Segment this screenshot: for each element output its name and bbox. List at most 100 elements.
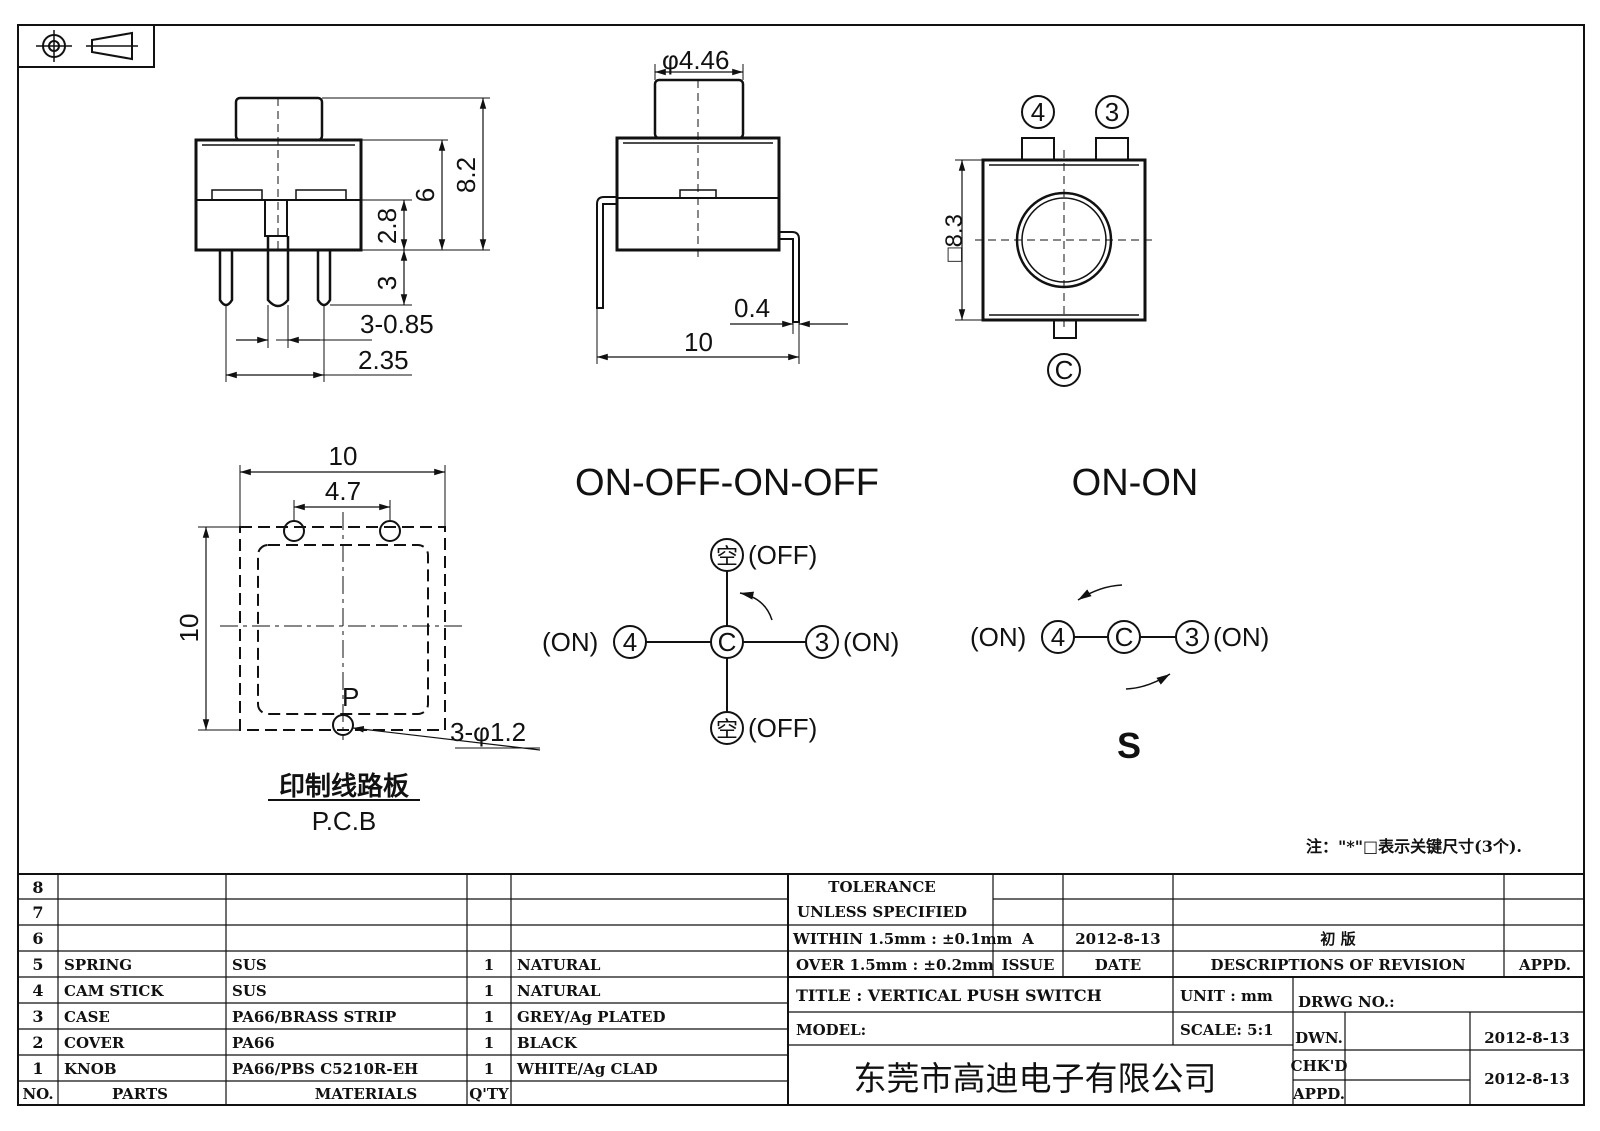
parts-header-part: PARTS [112,1085,168,1103]
dim-front-body-height: 6 [410,188,440,202]
dim-pcb-hole-dia: 3-φ1.2 [450,717,526,747]
s-label: S [1117,725,1141,766]
top-terminal-c: C [1055,355,1074,385]
mode-title-on-on: ON-ON [1072,462,1199,504]
dim-pin-width: 3-0.85 [360,309,434,339]
off-bottom-terminal: 空 [716,717,738,742]
on-right-terminal: 3 [815,627,829,657]
part-row-4-part: CAM STICK [64,982,164,1000]
unit-label: UNIT : mm [1180,987,1273,1005]
tolerance-line-2: UNLESS SPECIFIED [797,903,967,921]
on-on-schematic [1042,585,1208,689]
dim-front-lower-height: 2.8 [372,208,402,244]
part-row-1-no: 1 [32,1059,43,1078]
part-row-5-finish: NATURAL [517,956,601,974]
part-row-2-finish: BLACK [517,1034,578,1052]
scale-label: SCALE: 5:1 [1180,1021,1274,1039]
dim-lead-thickness: 0.4 [734,293,770,323]
on-left-terminal: 4 [623,627,637,657]
pcb-layout [198,465,540,800]
parts-header-qty: Q'TY [469,1085,509,1103]
common-terminal: C [718,627,737,657]
revision-desc-label: DESCRIPTIONS OF REVISION [1210,956,1465,974]
part-row-3-no: 3 [32,1007,43,1026]
part-row-1-finish: WHITE/Ag CLAD [516,1060,658,1078]
on-off-schematic [614,539,838,744]
parts-header-no: NO. [22,1085,53,1103]
part-row-1-part: KNOB [64,1060,117,1078]
onon-right-terminal: 3 [1185,622,1199,652]
onon-right-label: (ON) [1213,622,1269,652]
top-view [955,96,1155,386]
title-block: TITLE : VERTICAL PUSH SWITCH UNIT : mm D… [796,986,1570,1103]
parts-header-material: MATERIALS [315,1085,418,1103]
drawing-number-label: DRWG NO.: [1298,993,1395,1011]
dwn-label: DWN. [1295,1029,1343,1047]
part-row-5-no: 5 [32,955,43,974]
dwn-date: 2012-8-13 [1484,1029,1570,1047]
part-row-2-qty: 1 [484,1034,494,1052]
onon-common-terminal: C [1115,622,1134,652]
dim-front-total-height: 8.2 [451,157,481,193]
side-view [597,64,848,364]
part-row-5-part: SPRING [64,956,132,974]
dim-side-width: 10 [684,327,713,357]
revision-date-label: DATE [1095,956,1141,974]
part-row-3-finish: GREY/Ag PLATED [517,1008,666,1026]
mode-title-on-off: ON-OFF-ON-OFF [575,462,879,504]
parts-table-grid [18,874,1584,1105]
part-row-8-no: 8 [32,878,43,897]
on-right-label: (ON) [843,627,899,657]
chkd-label: CHK'D [1291,1057,1348,1075]
tolerance-line-4: OVER 1.5mm : ±0.2mm [796,956,994,974]
off-top-label: (OFF) [748,540,817,570]
dim-pcb-hole-pitch: 4.7 [325,476,361,506]
tolerance-line-3: WITHIN 1.5mm : ±0.1mm [792,930,1013,948]
parts-rows: 8 7 6 5 SPRING SUS 1 NATURAL 4 CAM STICK… [22,878,665,1103]
dim-knob-diameter: φ4.46 [662,45,729,75]
pcb-point-label: P [342,682,359,712]
revision-date: 2012-8-13 [1075,930,1161,948]
chkd-date: 2012-8-13 [1484,1070,1570,1088]
revision-appd-label: APPD. [1518,956,1571,974]
off-bottom-label: (OFF) [748,713,817,743]
dim-front-pin-length: 3 [372,276,402,290]
revision-issue: A [1021,930,1034,948]
part-row-1-material: PA66/PBS C5210R-EH [232,1060,418,1078]
dim-pin-pitch: 2.35 [358,345,409,375]
dim-top-square: □8.3 [941,214,968,262]
part-row-4-material: SUS [232,982,267,1000]
model-label: MODEL: [796,1021,866,1039]
dim-pcb-width: 10 [329,441,358,471]
part-row-7-no: 7 [32,903,43,922]
front-view [196,98,490,382]
outer-frame [18,25,1584,1105]
top-terminal-4: 4 [1031,97,1045,127]
revision-issue-label: ISSUE [1002,956,1055,974]
part-row-4-finish: NATURAL [517,982,601,1000]
part-row-2-no: 2 [32,1033,43,1052]
part-row-6-no: 6 [32,929,43,948]
company-name: 东莞市高迪电子有限公司 [854,1059,1217,1098]
part-row-5-material: SUS [232,956,267,974]
tolerance-line-1: TOLERANCE [828,878,935,896]
onon-left-terminal: 4 [1051,622,1065,652]
tolerance-block: TOLERANCE UNLESS SPECIFIED WITHIN 1.5mm … [792,878,1013,974]
part-row-1-qty: 1 [484,1060,494,1078]
part-row-2-part: COVER [64,1034,125,1052]
part-row-5-qty: 1 [484,956,494,974]
pcb-label-en: P.C.B [312,806,377,836]
pcb-label-cn: 印制线路板 [279,771,409,802]
part-row-2-material: PA66 [232,1034,275,1052]
dim-pcb-height: 10 [174,614,204,643]
onon-left-label: (ON) [970,622,1026,652]
revision-description: 初 版 [1320,930,1355,948]
part-row-4-no: 4 [32,981,43,1000]
part-row-3-part: CASE [64,1008,110,1026]
revision-block: A 2012-8-13 初 版 ISSUE DATE DESCRIPTIONS … [1002,930,1571,974]
projection-symbol [18,25,154,67]
part-row-3-qty: 1 [484,1008,494,1026]
part-row-4-qty: 1 [484,982,494,1000]
appd-label: APPD. [1292,1085,1345,1103]
